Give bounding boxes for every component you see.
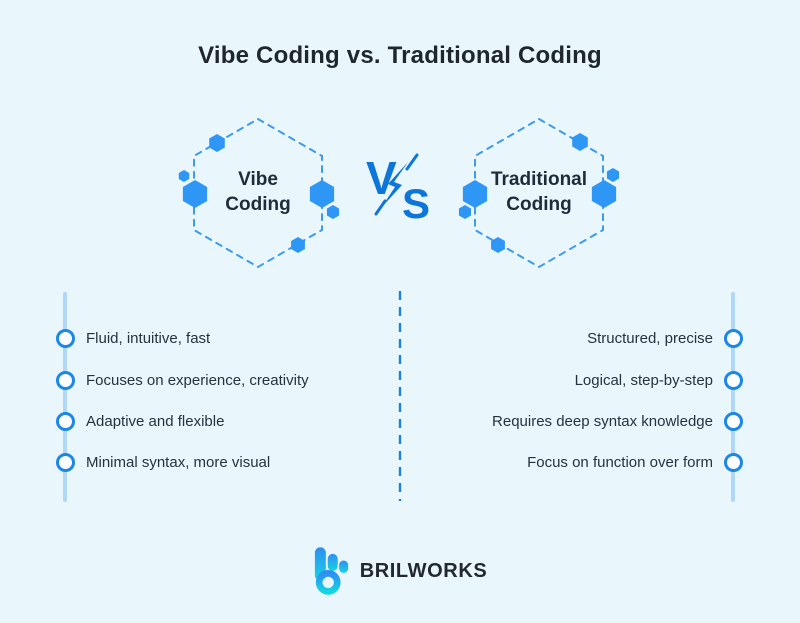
vs-badge: V S [366,152,430,222]
list-item-label: Logical, step-by-step [574,371,713,389]
list-item-label: Minimal syntax, more visual [86,453,271,471]
brilworks-b-icon [314,547,348,595]
list-item: Focus on function over form [527,451,743,473]
lightning-bolt-icon [381,162,408,208]
brilworks-logo: BRILWORKS [0,547,800,595]
list-item-label: Focus on function over form [527,453,713,471]
vs-letter-v: V [366,152,397,204]
list-item-label: Fluid, intuitive, fast [86,329,211,347]
vibe-coding-label: Vibe Coding [225,169,291,215]
dashed-hexagon-outline [193,117,323,269]
dashed-hexagon-outline [474,117,604,269]
traditional-coding-label: Traditional Coding [490,169,588,215]
list-item-label: Focuses on experience, creativity [86,371,309,389]
traditional-hexagon-graphic [458,117,620,269]
decor-hexagon [606,168,620,182]
list-item: Focuses on experience, creativity [56,369,309,391]
list-item-label: Structured, precise [587,329,713,347]
decor-hexagon [291,237,305,253]
vibe-hexagon-graphic [178,117,340,269]
bullet-circle-icon [56,328,75,348]
list-item: Fluid, intuitive, fast [56,327,210,349]
bullet-circle-icon [56,452,75,472]
bullet-circle-icon [724,452,743,472]
list-item-label: Adaptive and flexible [86,412,225,430]
decor-hexagon [326,205,340,219]
bullet-circle-icon [724,370,743,390]
decor-hexagon [572,133,588,151]
slash-line [374,153,419,216]
page-title: Vibe Coding vs. Traditional Coding [198,42,602,69]
vs-letter-s: S [402,180,430,222]
list-item: Minimal syntax, more visual [56,451,270,473]
list-item: Logical, step-by-step [575,369,743,391]
bullet-circle-icon [56,370,75,390]
bullet-circle-icon [724,328,743,348]
list-item: Adaptive and flexible [56,410,224,432]
bullet-circle-icon [724,411,743,431]
decor-hexagon [491,237,505,253]
list-item: Requires deep syntax knowledge [492,410,743,432]
decor-hexagon [178,170,190,182]
decor-hexagon [209,134,225,152]
brand-name: BRILWORKS [359,559,488,582]
list-item: Structured, precise [587,327,743,349]
bullet-circle-icon [56,411,75,431]
right-timeline-line [731,292,735,502]
left-timeline-line [63,292,67,502]
decor-hexagon [458,205,472,219]
center-divider-line [398,291,402,501]
list-item-label: Requires deep syntax knowledge [492,412,713,430]
